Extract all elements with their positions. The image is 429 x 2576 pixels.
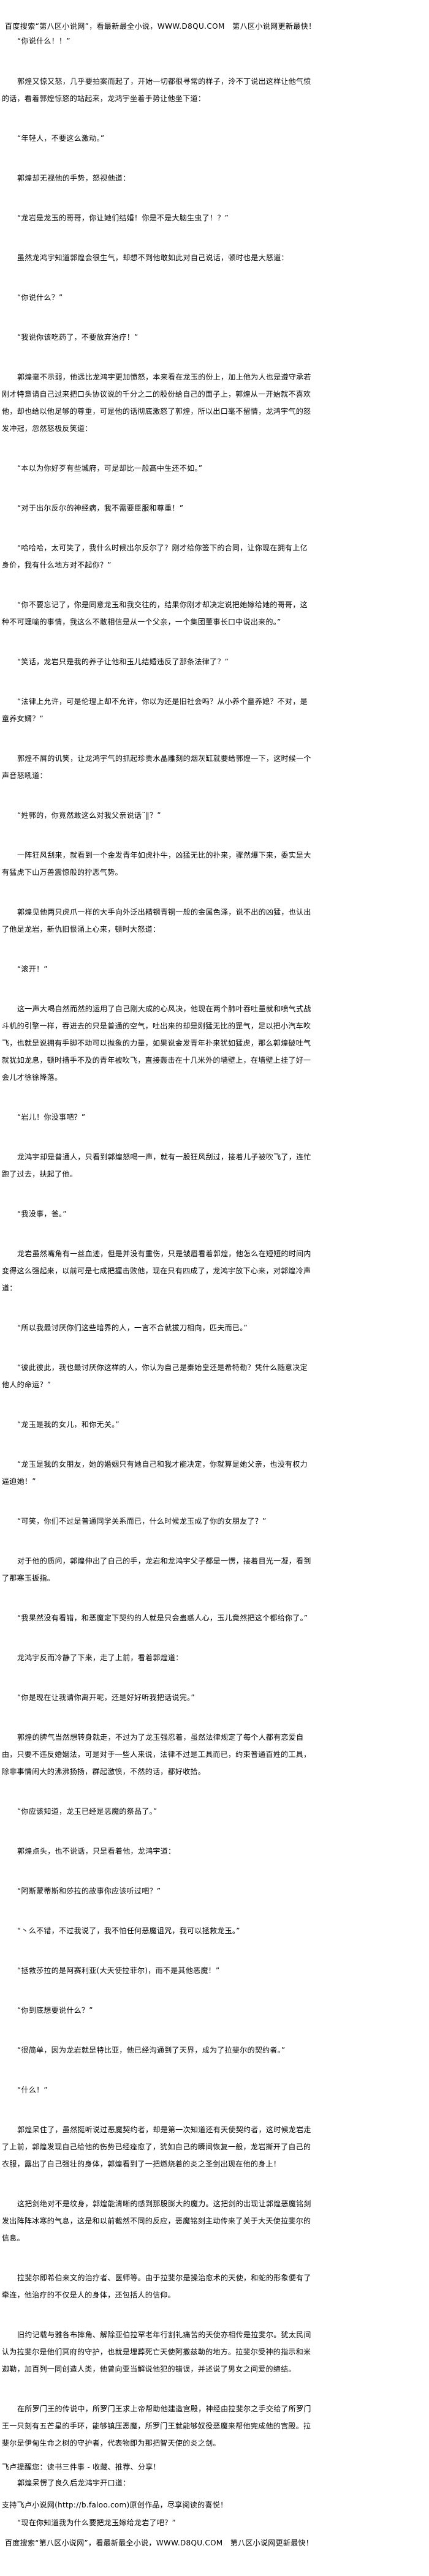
paragraph: 郭煌的脾气当然想转身就走，不过为了龙玉强忍着，虽然法律规定了每个人都有恋爱自由，… [2,1733,311,1776]
paragraph: 旧约记载与雅各布摔角、解除亚伯拉罕老年行割礼痛苦的天使亦相传是拉斐尔。犹太民间认… [2,2331,311,2373]
paragraph: 这把剑绝对不是纹身，郭煌能清晰的感到那股膨大的魔力。这把剑的出现让郭煌恶魔铭刻发… [2,2200,311,2242]
paragraph: “你到底想要说什么？” [17,2006,93,2015]
paragraph: “对于出尔反尔的神经病，我不需要臣服和尊重！” [17,504,184,512]
paragraph: 郭煌点头，也不说话，只是看着他，龙鸿宇道： [17,1847,176,1855]
page-footer: 飞卢提醒您：读书三件事 - 收藏、推荐、分享！ 支持飞卢小说网(http://b… [2,2462,313,2576]
paragraph: “我说你该吃药了，不要放弃治疗！” [17,333,139,342]
paragraph: “彼此彼此，我也最讨厌你这样的人，你认为自己是秦始皇还是希特勒？凭什么随意决定他… [2,1363,308,1389]
paragraph: “很简单，因为龙岩就是特比亚，他已经沟通到了天界，成为了拉斐尔的契约者。” [17,2046,286,2054]
paragraph: “龙玉是我的女朋友，她的婚姻只有她自己和我才能决定，你就算是她父亲，也没有权力逼… [2,1460,308,1486]
paragraph: 一阵狂风刮来，就看到一个金发青年如虎扑牛，凶猛无比的扑来，骤然爆下来，委实是大有… [2,851,311,877]
paragraph: “法律上允许，可是伦理上却不允许，你以为还是旧社会吗？从小养个童养媳？不对，是童… [2,697,308,723]
site-banner-bottom: 百度搜索“第八区小说网”，看最新最全小说，WWW.D8QU.COM 第八区小说网… [5,2539,314,2547]
paragraph: “龙岩是龙玉的哥哥，你让她们结婚！你是不是大脑生虫了！？” [17,214,229,222]
paragraph: “你应该知道，龙玉已经是恶魔的祭品了。” [17,1807,158,1816]
paragraph: 虽然龙鸿宇知道郭煌会很生气，却想不到他敢如此对自己说话，顿时也是大怒道： [17,253,289,262]
paragraph: 拉斐尔即希伯来文的治疗者、医师等。由于拉斐尔是操治愈术的天使，和蛇的形象便有了牵… [2,2274,311,2299]
paragraph: 龙鸿宇却是普通人，只看到郭煌怒喝一声，就有一股狂风刮过，接着儿子被吹飞了，连忙跑… [2,1153,311,1178]
paragraph: “所以我最讨厌你们这些暗界的人，一言不合就拔刀相向，匹夫而已。” [17,1324,248,1332]
paragraph: “你说什么？” [17,293,63,302]
paragraph: 这一声大喝自然而然的运用了自己刚大成的心风决，他现在两个肺叶吞吐量就和喷气式战斗… [2,1005,311,1082]
paragraph: “拯救莎拉的是阿赛利亚(大天使拉菲尔)，而不是其他恶魔！” [17,1966,220,1975]
paragraph: “阿斯蒙蒂斯和莎拉的故事你应该听过吧？” [17,1887,161,1895]
paragraph: 郭煌又惊又怒，几乎要拍案而起了，开始一切都很寻常的样子，泠不丁说出这样让他气愤的… [2,77,311,103]
paragraph: “我没事，爸。” [17,1210,67,1218]
paragraph: 对于他的质问，郭煌伸出了自己的手，龙岩和龙鸿宇父子都是一愣，接着目光一凝，看到了… [2,1557,311,1582]
paragraph: 郭煌却无视他的手势，怒视他道： [17,174,131,182]
paragraph: “你说什么！！” [17,37,70,45]
paragraph: 郭煌不屑的讥笑，让龙鸿宇气的抓起珍贵水晶雕刻的烟灰缸就要给郭煌一下，这时候一个声… [2,754,311,780]
paragraph: 龙鸿宇反而冷静了下来，走了上前，看着郭煌道： [17,1653,183,1662]
paragraph: “岩儿！你没事吧？” [17,1113,86,1121]
paragraph: 郭煌呆住了，虽然挺听说过恶魔契约者，却是第一次知道还有天使契约者，这时候龙岩走了… [2,2125,311,2168]
site-banner-top: 百度搜索“第八区小说网”，看最新最全小说，WWW.D8QU.COM 第八区小说网… [5,22,316,31]
paragraph: “你不要忘记了，你是同意龙玉和我交往的，结果你刚才却决定说把她嫁给她的哥哥，这种… [2,601,308,626]
paragraph: 龙岩虽然嘴角有一丝血迹，但是并没有重伤，只是皱眉看着郭煌，他怎么在短短的时间内变… [2,1249,311,1292]
paragraph: 郭煌呆愣了良久后龙鸿宇开口道： [17,2479,131,2487]
paragraph: “可笑，你们不过是普通同学关系而已，什么时候龙玉成了你的女朋友了？” [17,1517,267,1526]
paragraph: “什么！” [17,2086,48,2094]
paragraph: “笑话，龙岩只是我的养子让他和玉儿结婚违反了那条法律了？” [17,657,229,666]
paragraph: “你是现在让我请你离开呢，还是好好听我把话说完。” [17,1693,195,1702]
paragraph: “姓郭的，你竟然敢这么对我父亲说话¨‖？” [17,811,161,820]
paragraph: 郭煌见他两只虎爪一样的大手向外泛出精钢青铜一般的金属色泽，说不出的凶猛，也认出了… [2,908,311,934]
paragraph: “现在你知道我为什么要把龙玉嫁给龙岩了吧？” [17,2518,177,2527]
chapter-body: “你说什么！！” 郭煌又惊又怒，几乎要拍案而起了，开始一切都很寻常的样子，泠不丁说… [2,32,313,2554]
paragraph: “龙玉是我的女儿，和你无关。” [17,1420,120,1429]
paragraph: “年轻人，不要这么激动。” [17,134,105,143]
paragraph: “滚开！” [17,965,48,973]
paragraph: “我果然没有看错，和恶魔定下契约的人就是只会蛊惑人心，玉儿竟然把这个都给你了。” [17,1614,308,1622]
paragraph: “哈哈哈，太可笑了，我什么时候出尔反尔了？刚才给你签下的合同，让你现在拥有上亿身… [2,544,308,569]
paragraph: “本以为你好歹有些城府，可是却比一般高中生还不如。” [17,464,203,473]
paragraph: “丶么不错，不过我说了，我不怕任何恶魔诅咒，我可以拯救龙玉。” [17,1926,240,1935]
footer-reminder: 飞卢提醒您：读书三件事 - 收藏、推荐、分享！ [2,2463,161,2471]
footer-support-link[interactable]: 支持飞卢小说网(http://b.faloo.com)原创作品，尽享阅读的喜悦！ [2,2501,228,2509]
paragraph: 郭煌毫不示弱，他远比龙鸿宇更加愤怒，本来看在龙玉的份上，加上他为人也是遵守承若刚… [2,373,311,433]
paragraph: 在所罗门王的传说中，所罗门王求上帝帮助他建造宫殿，神经由拉斐尔之手交给了所罗门王… [2,2405,311,2447]
